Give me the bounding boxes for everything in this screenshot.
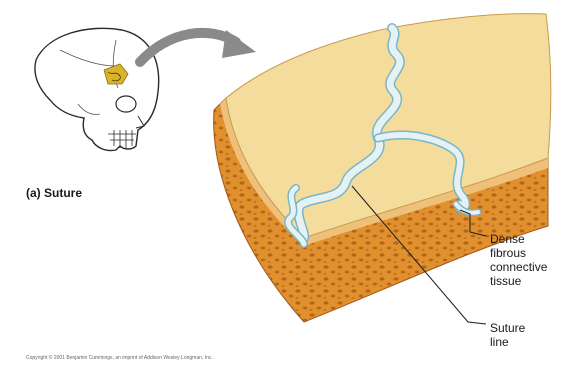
curved-arrow <box>140 30 256 62</box>
label-dense-fibrous-tissue: Dense fibrous connective tissue <box>490 232 547 288</box>
skull-illustration <box>35 28 159 150</box>
label-suture-line: Suture line <box>490 321 525 349</box>
figure-caption: (a) Suture <box>26 186 82 200</box>
copyright-notice: Copyright © 2001 Benjamin Cummings, an i… <box>26 355 213 361</box>
skull-outline <box>35 28 159 150</box>
orbit <box>116 96 136 112</box>
